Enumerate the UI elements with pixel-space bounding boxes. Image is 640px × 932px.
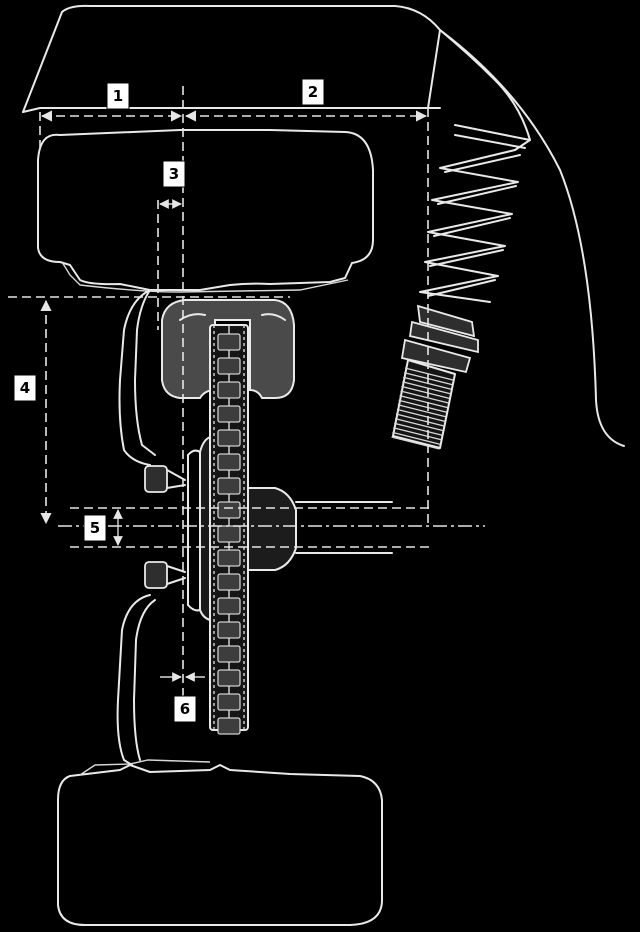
thread-line [398, 399, 447, 413]
thread-line [394, 417, 444, 432]
callout-3: 3 [162, 160, 186, 188]
thread-line [400, 390, 449, 404]
dimension-arrows [40, 110, 428, 682]
thread-line [396, 408, 446, 423]
body-outline [22, 4, 625, 447]
disc-vent-cell [217, 573, 241, 591]
thread-line [394, 422, 443, 436]
callout-6: 6 [173, 695, 197, 723]
wheel-studs [144, 465, 186, 589]
coil-spring [419, 124, 531, 303]
thread-line [393, 427, 442, 441]
disc-vent-cell [217, 549, 241, 567]
callout-5: 5 [83, 514, 107, 542]
callout-6-label: 6 [180, 700, 190, 718]
disc-vent-channels [217, 333, 241, 735]
thread-line [401, 385, 450, 400]
disc-vent-cell [217, 405, 241, 423]
wheel-rim [116, 289, 156, 766]
callout-2: 2 [301, 78, 325, 106]
disc-vent-cell [217, 693, 241, 711]
disc-vent-cell [217, 333, 241, 351]
thread-line [395, 413, 445, 427]
disc-vent-cell [217, 453, 241, 471]
callout-1: 1 [106, 82, 130, 110]
callout-3-label: 3 [169, 165, 179, 183]
thread-line [397, 404, 446, 418]
disc-vent-cell [217, 429, 241, 447]
thread-line [399, 394, 448, 409]
thread-line [391, 436, 440, 450]
disc-vent-cell [217, 501, 241, 519]
thread-line [403, 376, 452, 390]
callout-2-label: 2 [308, 83, 318, 101]
hub-flange [187, 449, 201, 612]
thread-line [392, 431, 441, 446]
upper-tire [37, 129, 374, 293]
disc-vent-cell [217, 477, 241, 495]
disc-vent-cell [217, 357, 241, 375]
reference-lines [8, 86, 485, 712]
disc-vent-cell [217, 645, 241, 663]
damper-collar [391, 304, 479, 450]
disc-vent-cell [217, 621, 241, 639]
disc-vent-cell [217, 381, 241, 399]
lower-tire [57, 759, 383, 926]
thread-line [404, 367, 454, 381]
thread-line [402, 381, 451, 395]
callout-5-label: 5 [90, 519, 100, 537]
disc-vent-cell [217, 669, 241, 687]
disc-vent-cell [217, 597, 241, 615]
drive-shaft [295, 501, 393, 554]
brake-caliper [161, 299, 295, 399]
callout-4-label: 4 [20, 379, 30, 397]
disc-vent-cell [217, 525, 241, 543]
disc-vent-cell [217, 717, 241, 735]
callout-4: 4 [13, 374, 37, 402]
callout-1-label: 1 [113, 87, 123, 105]
